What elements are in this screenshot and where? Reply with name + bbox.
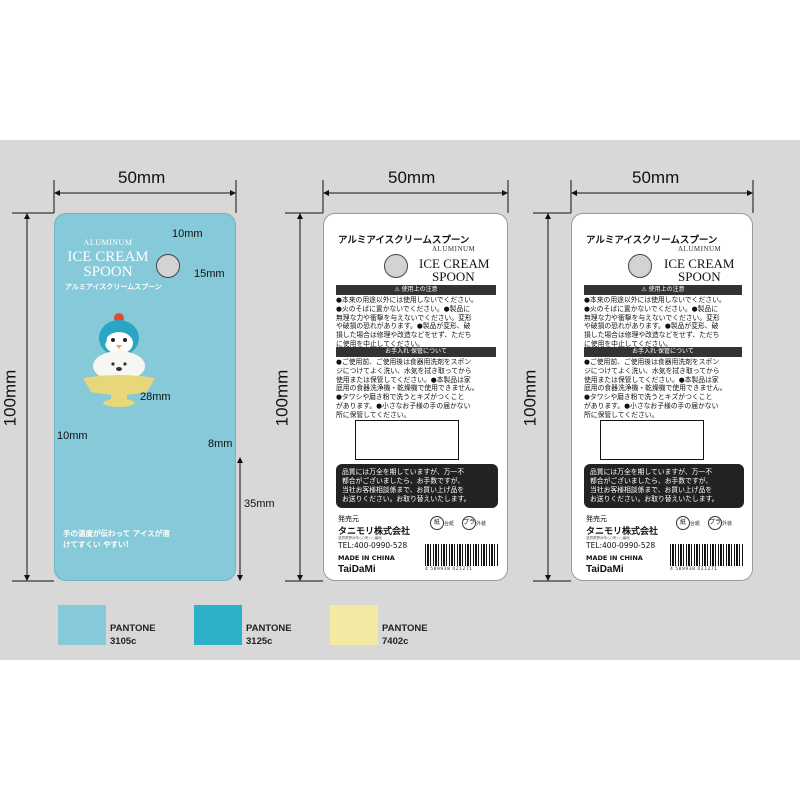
made-in: MADE IN CHINA bbox=[586, 554, 643, 562]
back-title: アルミアイスクリームスプーン bbox=[338, 235, 470, 246]
window-height-label: 10mm bbox=[57, 430, 88, 442]
window-bottom-label: 35mm bbox=[244, 498, 275, 510]
swatch-code: 7402c bbox=[382, 636, 409, 647]
caution-text: ●本来の用途以外には使用しないでください。 ●火のそばに置かないでください。●製… bbox=[336, 296, 478, 348]
seller-label: 発売元 bbox=[586, 515, 607, 523]
brand-logo: TaiDaMi bbox=[586, 564, 624, 575]
caution-header: ⚠ 使用上の注意 bbox=[584, 285, 742, 295]
hang-hole bbox=[156, 254, 180, 278]
care-header: お手入れ·保管について bbox=[584, 347, 742, 357]
plastic-recycle-icon: プラ bbox=[708, 516, 722, 530]
company-address: 滋賀県野洲市○○町○○番地 bbox=[586, 536, 630, 540]
hang-hole bbox=[384, 254, 408, 278]
height-label: 100mm bbox=[520, 369, 540, 427]
back-title: アルミアイスクリームスプーン bbox=[586, 235, 718, 246]
back-aluminum-text: ALUMINUM bbox=[432, 245, 476, 253]
care-header: お手入れ·保管について bbox=[336, 347, 496, 357]
front-aluminum-text: ALUMINUM bbox=[83, 238, 133, 247]
swatch-code: 3105c bbox=[110, 636, 137, 647]
quality-box: 品質には万全を期していますが、万一不 都合がございましたら、お手数ですが、 当社… bbox=[336, 464, 498, 508]
hole-side-label: 15mm bbox=[194, 268, 225, 280]
back-card-1: アルミアイスクリームスプーン ALUMINUM ICE CREAM SPOON … bbox=[323, 213, 508, 581]
back-card-2: アルミアイスクリームスプーン ALUMINUM ICE CREAM SPOON … bbox=[571, 213, 753, 581]
window-side-label: 8mm bbox=[208, 438, 233, 450]
front-card: ALUMINUM ICE CREAM SPOON アルミアイスクリームスプーン … bbox=[54, 213, 236, 581]
seller-label: 発売元 bbox=[338, 515, 359, 523]
front-title-line1: ICE CREAM bbox=[67, 249, 149, 265]
paper-recycle-icon: 紙 bbox=[676, 516, 690, 530]
back-title-line1: ICE CREAM bbox=[664, 256, 735, 271]
front-tagline: 手の温度が伝わって アイスが溶けてすくい やすい! bbox=[63, 529, 170, 549]
hang-hole bbox=[628, 254, 652, 278]
swatch-label: PANTONE 3125c bbox=[246, 622, 292, 648]
front-jp-name: アルミアイスクリームスプーン bbox=[65, 283, 162, 291]
plastic-recycle-icon: プラ bbox=[462, 516, 476, 530]
barcode-number: 4 589938 021271 bbox=[670, 567, 718, 572]
height-label: 100mm bbox=[272, 369, 292, 427]
back-title-line1: ICE CREAM bbox=[419, 256, 490, 271]
made-in: MADE IN CHINA bbox=[338, 554, 395, 562]
paper-recycle-label: 台紙 bbox=[690, 521, 701, 527]
plastic-recycle-label: 外装 bbox=[476, 521, 487, 527]
barcode bbox=[670, 544, 744, 566]
swatch-color bbox=[330, 605, 378, 645]
window-width-label: 28mm bbox=[140, 391, 171, 403]
swatch-name: PANTONE bbox=[246, 623, 292, 634]
telephone: TEL:400-0990-528 bbox=[338, 541, 408, 550]
swatch-label: PANTONE 3105c bbox=[110, 622, 156, 648]
quality-box: 品質には万全を期していますが、万一不 都合がございましたら、お手数ですが、 当社… bbox=[584, 464, 744, 508]
paper-recycle-label: 台紙 bbox=[444, 521, 455, 527]
hole-top-label: 10mm bbox=[172, 228, 203, 240]
swatch-color bbox=[194, 605, 242, 645]
plastic-recycle-label: 外装 bbox=[722, 521, 733, 527]
care-text: ●ご使用前、ご使用後は食器用洗剤をスポン ジにつけてよく洗い、水気を拭き取ってか… bbox=[584, 358, 727, 419]
company-name: タニモリ株式会社 bbox=[586, 527, 659, 537]
width-label: 50mm bbox=[118, 168, 166, 187]
swatch-code: 3125c bbox=[246, 636, 273, 647]
front-title-line2: SPOON bbox=[83, 264, 133, 280]
swatch-name: PANTONE bbox=[110, 623, 156, 634]
swatch-name: PANTONE bbox=[382, 623, 428, 634]
swatch-label: PANTONE 7402c bbox=[382, 622, 428, 648]
back-title-line2: SPOON bbox=[432, 269, 475, 284]
telephone: TEL:400-0990-528 bbox=[586, 541, 656, 550]
width-label: 50mm bbox=[388, 168, 436, 187]
paper-recycle-icon: 紙 bbox=[430, 516, 444, 530]
company-name: タニモリ株式会社 bbox=[338, 527, 411, 537]
window-outline bbox=[355, 420, 459, 460]
back-aluminum-text: ALUMINUM bbox=[678, 245, 722, 253]
barcode bbox=[425, 544, 499, 566]
brand-logo: TaiDaMi bbox=[338, 564, 376, 575]
width-label: 50mm bbox=[632, 168, 680, 187]
back-title-line2: SPOON bbox=[678, 269, 721, 284]
caution-header: ⚠ 使用上の注意 bbox=[336, 285, 496, 295]
window-outline bbox=[600, 420, 704, 460]
caution-text: ●本来の用途以外には使用しないでください。 ●火のそばに置かないでください。●製… bbox=[584, 296, 726, 348]
penguin-icecream-illustration bbox=[83, 313, 155, 407]
company-address: 滋賀県野洲市○○町○○番地 bbox=[338, 536, 382, 540]
barcode-number: 4 589938 021271 bbox=[425, 567, 473, 572]
height-label: 100mm bbox=[0, 369, 20, 427]
swatch-color bbox=[58, 605, 106, 645]
care-text: ●ご使用前、ご使用後は食器用洗剤をスポン ジにつけてよく洗い、水気を拭き取ってか… bbox=[336, 358, 479, 419]
